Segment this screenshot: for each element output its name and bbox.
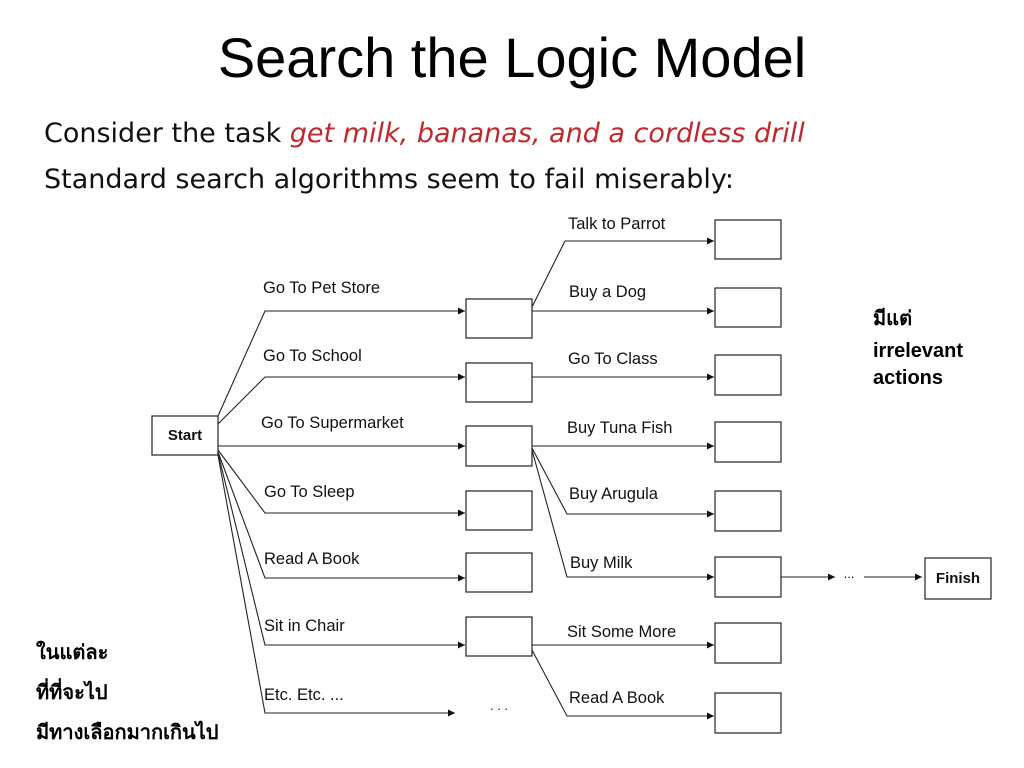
action-buy-milk: Buy Milk — [570, 554, 633, 572]
note-right-line-2: irrelevant — [873, 340, 964, 362]
edge-go-to-sleep — [217, 449, 465, 517]
action-go-to-school: Go To School — [263, 347, 362, 365]
intro-line-1-prefix: Consider the task — [44, 118, 290, 149]
action-go-to-class: Go To Class — [568, 350, 658, 368]
state-box-pet-store — [465, 298, 533, 339]
state-box-milk — [714, 556, 782, 598]
state-box-sit-chair — [465, 616, 533, 657]
finish-node — [924, 557, 992, 600]
action-buy-a-dog: Buy a Dog — [569, 283, 646, 301]
intro-line-2: Standard search algorithms seem to fail … — [44, 164, 735, 195]
finish-node-label: Finish — [936, 570, 980, 587]
edge-buy-milk — [531, 449, 714, 581]
etc-state-ellipsis: . . . — [490, 698, 508, 713]
start-node — [151, 415, 219, 456]
note-left-line-2: ที่ที่จะไป — [36, 680, 108, 704]
action-sit-some-more: Sit Some More — [567, 623, 676, 641]
state-box-sit-more — [714, 622, 782, 664]
action-talk-to-parrot: Talk to Parrot — [568, 215, 666, 233]
edge-read-a-book — [217, 451, 465, 582]
state-box-class — [714, 354, 782, 396]
edge-go-to-school — [217, 373, 465, 425]
state-box-sleep — [465, 490, 533, 531]
action-read-a-book: Read A Book — [264, 550, 360, 568]
action-go-to-pet-store: Go To Pet Store — [263, 279, 380, 297]
task-description: get milk, bananas, and a cordless drill — [289, 118, 805, 149]
edge-read-a-book-2 — [531, 649, 714, 720]
action-go-to-sleep: Go To Sleep — [264, 483, 355, 501]
state-box-tuna — [714, 421, 782, 463]
action-go-to-supermarket: Go To Supermarket — [261, 414, 404, 432]
edge-sit-in-chair — [217, 452, 465, 649]
action-read-a-book-2: Read A Book — [569, 689, 665, 707]
state-box-read-book-2 — [714, 692, 782, 734]
note-left-line-3: มีทางเลือกมากเกินไป — [36, 720, 219, 744]
action-buy-tuna-fish: Buy Tuna Fish — [567, 419, 672, 437]
note-left-line-1: ในแต่ละ — [36, 640, 109, 664]
action-sit-in-chair: Sit in Chair — [264, 617, 345, 635]
state-box-arugula — [714, 490, 782, 532]
intro-line-1: Consider the task get milk, bananas, and… — [44, 116, 805, 152]
start-node-label: Start — [168, 427, 202, 444]
finish-ellipsis: ... — [844, 566, 855, 581]
state-box-parrot — [714, 219, 782, 260]
note-right-line-3: actions — [873, 367, 944, 389]
state-box-read-book — [465, 552, 533, 593]
edge-talk-to-parrot — [531, 237, 714, 308]
state-box-supermarket — [465, 425, 533, 467]
state-box-school — [465, 362, 533, 403]
edge-go-to-pet-store — [217, 307, 465, 417]
action-buy-arugula: Buy Arugula — [569, 485, 659, 503]
action-etc: Etc. Etc. ... — [264, 686, 344, 704]
state-box-dog — [714, 287, 782, 328]
edge-buy-arugula — [531, 447, 714, 518]
slide-title: Search the Logic Model — [217, 26, 807, 89]
edge-etc — [217, 454, 455, 717]
note-right-line-1: มีแต่ — [873, 308, 913, 330]
